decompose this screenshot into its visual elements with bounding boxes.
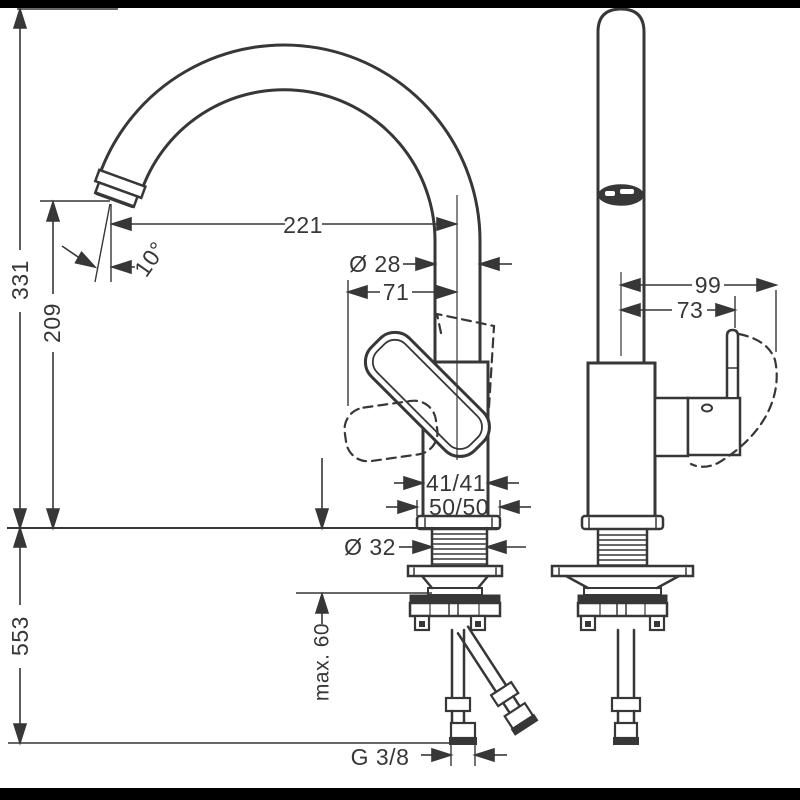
dim-spout-reach-label: 221 [283, 212, 323, 238]
spout-arc [98, 43, 482, 365]
dimensions: 331 209 553 221 10° [7, 8, 777, 770]
dim-outlet-angle-label: 10° [129, 237, 171, 282]
dim-spout-diameter: Ø 28 [349, 251, 512, 277]
dim-below-counter: 553 [7, 527, 33, 744]
bottom-frame-bar [0, 788, 800, 800]
dim-hose-connection-label: G 3/8 [351, 744, 410, 770]
dim-max-counter-label: max. 60 [311, 623, 334, 701]
aerator-outlet [93, 168, 147, 209]
dim-spout-reach: 221 [94, 195, 458, 460]
dim-handle-length: 73 [620, 296, 736, 328]
side-view [550, 7, 778, 745]
side-base-flange [580, 514, 665, 531]
dim-hose-connection: G 3/8 [351, 744, 507, 770]
side-lever [725, 328, 740, 399]
top-frame-bar [0, 0, 800, 8]
reference-lines [7, 8, 500, 744]
dim-mounting-hole-label: Ø 32 [344, 534, 396, 560]
dim-outlet-angle: 10° [61, 237, 171, 282]
dim-body-section: 41/41 [394, 470, 519, 496]
dim-spout-diameter-label: Ø 28 [349, 251, 401, 277]
dim-mounting-hole: Ø 32 [344, 534, 526, 560]
handle-screw-hole-icon [701, 403, 713, 413]
dim-outlet-height: 209 [39, 201, 65, 529]
dim-handle-side-reach-label: 71 [383, 279, 410, 305]
dim-outlet-height-label: 209 [39, 303, 65, 343]
dim-max-counter: max. 60 [311, 458, 334, 701]
dim-handle-side-reach: 71 [347, 279, 457, 406]
handle-alt-up-dashed [435, 312, 496, 409]
lever-swing-dashed [689, 332, 778, 468]
dim-body-section-label: 41/41 [426, 470, 486, 496]
front-hoses [444, 625, 539, 745]
dim-handle-swing-reach-label: 99 [695, 272, 722, 298]
front-handle [363, 330, 491, 458]
dim-base-section: 50/50 [386, 494, 531, 520]
dim-base-section-label: 50/50 [429, 494, 489, 520]
side-hose [610, 628, 642, 745]
side-body [586, 361, 657, 519]
dim-height-total: 331 [7, 8, 33, 529]
side-mounting-assembly [550, 527, 695, 632]
side-aerator-icon [598, 184, 644, 206]
side-cartridge [653, 396, 690, 458]
handle-alt-down-dashed [343, 399, 439, 463]
side-spout-tube [596, 7, 646, 365]
dim-below-counter-label: 553 [7, 616, 33, 656]
side-handle-block [686, 396, 742, 457]
dim-handle-length-label: 73 [677, 297, 704, 323]
dim-height-total-label: 331 [7, 260, 33, 300]
dim-handle-swing-reach: 99 [620, 272, 777, 356]
